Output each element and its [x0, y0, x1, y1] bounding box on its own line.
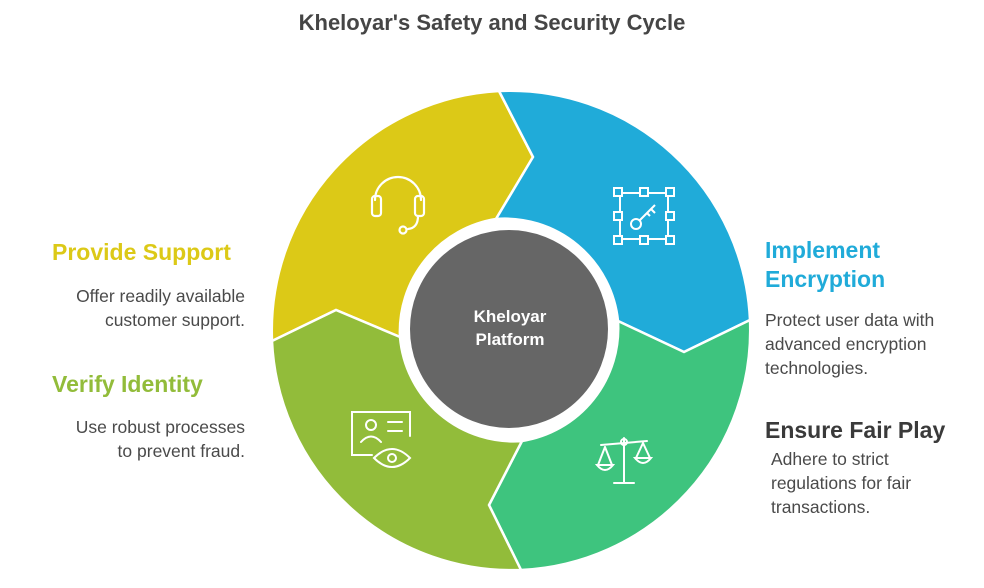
implement-encryption-heading: Implement Encryption [765, 236, 885, 294]
provide-support-description: Offer readily available customer support… [76, 284, 245, 332]
verify-identity-heading: Verify Identity [52, 371, 203, 397]
implement-encryption-heading-line2: Encryption [765, 266, 886, 292]
implement-encryption-description: Protect user data with advanced encrypti… [765, 308, 934, 380]
implement-encryption-heading-line1: Implement [765, 237, 881, 263]
diagram-title: Kheloyar's Safety and Security Cycle [298, 10, 686, 35]
segment-provide-support[interactable] [270, 89, 535, 343]
provide-support-desc-line2: customer support. [104, 310, 245, 330]
implement-encryption-desc-line2: advanced encryption [765, 334, 927, 354]
center-label-line2: Platform [475, 330, 545, 349]
id-card-eye-icon [351, 411, 412, 468]
ensure-fair-play-description: Adhere to strict regulations for fair tr… [771, 447, 911, 519]
encryption-key-icon [613, 187, 675, 245]
ensure-fair-play-desc-line2: regulations for fair [771, 473, 912, 493]
provide-support-heading: Provide Support [52, 239, 231, 265]
scales-icon [594, 437, 654, 484]
provide-support-desc-line1: Offer readily available [76, 286, 245, 306]
segment-verify-identity[interactable] [270, 308, 525, 572]
center-label: Kheloyar Platform [410, 305, 610, 351]
ensure-fair-play-desc-line1: Adhere to strict [771, 449, 889, 469]
implement-encryption-desc-line3: technologies. [765, 358, 869, 378]
ensure-fair-play-desc-line3: transactions. [771, 497, 871, 517]
verify-identity-description: Use robust processes to prevent fraud. [76, 415, 245, 463]
verify-identity-desc-line2: to prevent fraud. [117, 441, 245, 461]
implement-encryption-desc-line1: Protect user data with [765, 310, 935, 330]
verify-identity-desc-line1: Use robust processes [75, 417, 245, 437]
center-hub[interactable] [404, 224, 614, 434]
ensure-fair-play-heading: Ensure Fair Play [765, 417, 946, 443]
segment-ensure-fair-play[interactable] [487, 318, 752, 572]
center-label-line1: Kheloyar [473, 307, 547, 326]
headset-icon [370, 175, 426, 235]
segment-implement-encryption[interactable] [493, 89, 752, 354]
